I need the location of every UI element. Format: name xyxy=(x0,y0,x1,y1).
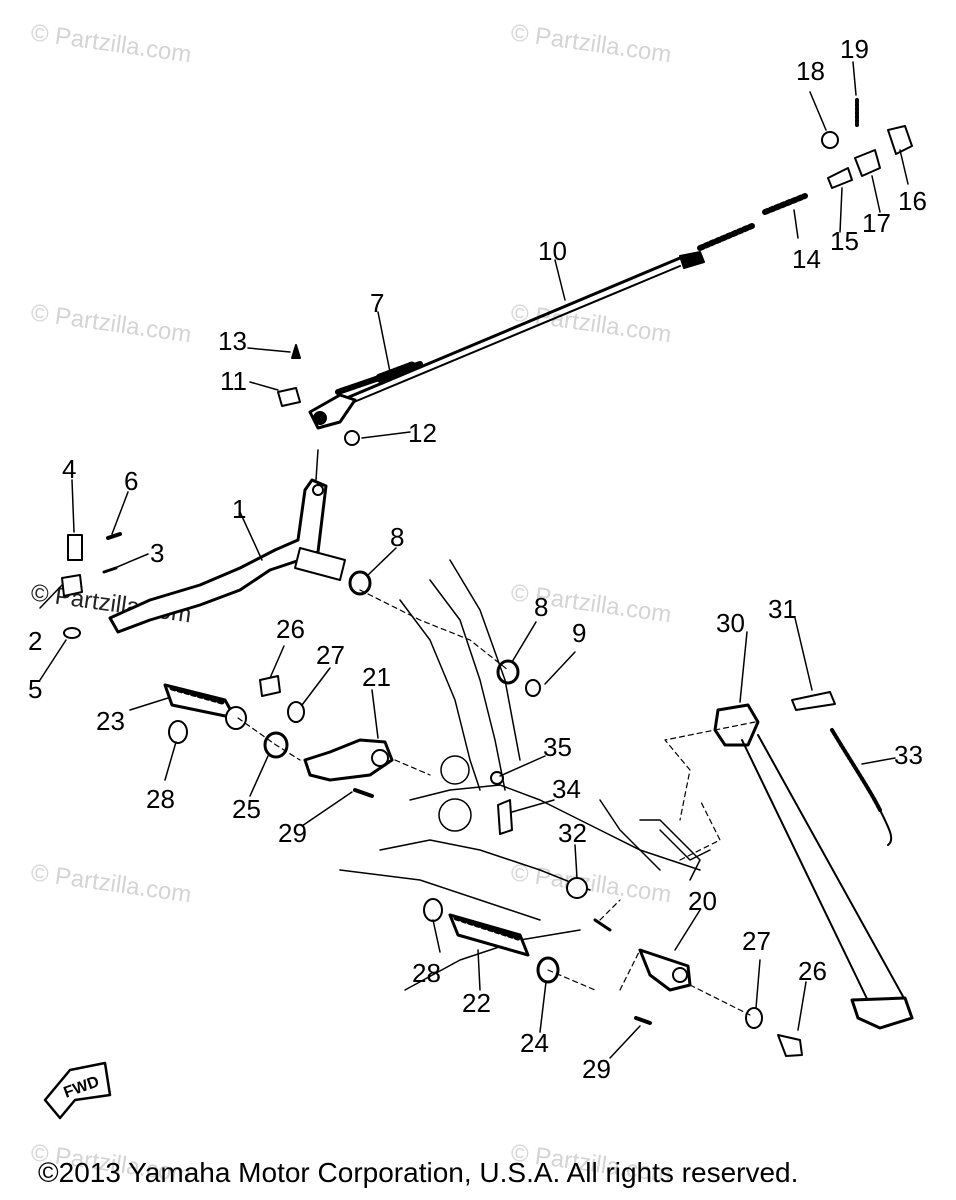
brake-rod xyxy=(328,193,808,413)
callout-18: 18 xyxy=(796,56,825,86)
rod-adjuster xyxy=(335,361,423,395)
callout-26b: 26 xyxy=(798,956,827,986)
watermark: © Partzilla.com xyxy=(29,859,193,908)
callout-31: 31 xyxy=(768,594,797,624)
callout-3: 3 xyxy=(150,538,164,568)
watermark: © Partzilla.com xyxy=(509,19,673,68)
pedal-fasteners xyxy=(61,532,122,639)
callout-34: 34 xyxy=(552,774,581,804)
callout-29: 29 xyxy=(278,818,307,848)
footrest-bracket-right xyxy=(593,918,803,1057)
watermarks: © Partzilla.com © Partzilla.com © Partzi… xyxy=(29,19,673,1188)
callout-25: 25 xyxy=(232,794,261,824)
callout-32: 32 xyxy=(558,818,587,848)
watermark: © Partzilla.com xyxy=(509,859,673,908)
callout-12: 12 xyxy=(408,418,437,448)
clevis-link xyxy=(277,344,360,446)
callout-7: 7 xyxy=(370,288,384,318)
callout-35: 35 xyxy=(543,732,572,762)
callout-27: 27 xyxy=(316,640,345,670)
callout-28: 28 xyxy=(146,784,175,814)
leader-lines xyxy=(39,61,909,1059)
callout-8: 8 xyxy=(390,522,404,552)
callout-17: 17 xyxy=(862,208,891,238)
callout-13: 13 xyxy=(218,326,247,356)
callout-6: 6 xyxy=(124,466,138,496)
callout-27b: 27 xyxy=(742,926,771,956)
rod-end-parts xyxy=(821,98,913,189)
callout-numbers: 1 2 3 4 5 6 7 8 8 9 10 11 12 13 14 15 16… xyxy=(28,34,927,1084)
callout-23: 23 xyxy=(96,706,125,736)
callout-1: 1 xyxy=(232,494,246,524)
callout-21: 21 xyxy=(362,662,391,692)
footrest-bracket-left xyxy=(259,675,394,798)
watermark: © Partzilla.com xyxy=(29,19,193,68)
callout-4: 4 xyxy=(62,454,76,484)
callout-22: 22 xyxy=(462,988,491,1018)
callout-28b: 28 xyxy=(412,958,441,988)
watermark: © Partzilla.com xyxy=(29,299,193,348)
callout-26: 26 xyxy=(276,614,305,644)
callout-14: 14 xyxy=(792,244,821,274)
watermark: © Partzilla.com xyxy=(509,299,673,348)
frame-section xyxy=(339,559,711,991)
assembly-lines xyxy=(237,589,756,1016)
callout-9: 9 xyxy=(572,618,586,648)
callout-5: 5 xyxy=(28,674,42,704)
copyright-notice: ©2013 Yamaha Motor Corporation, U.S.A. A… xyxy=(38,1157,799,1188)
callout-2: 2 xyxy=(28,626,42,656)
side-stand xyxy=(713,691,914,1030)
footrest-left xyxy=(163,683,247,744)
callout-29b: 29 xyxy=(582,1054,611,1084)
callout-11: 11 xyxy=(220,366,247,396)
callout-16: 16 xyxy=(898,186,927,216)
callout-10: 10 xyxy=(538,236,567,266)
callout-30: 30 xyxy=(716,608,745,638)
callout-19: 19 xyxy=(840,34,869,64)
callout-8b: 8 xyxy=(534,592,548,622)
callout-15: 15 xyxy=(830,226,859,256)
callout-20: 20 xyxy=(688,886,717,916)
brake-pedal xyxy=(108,478,346,634)
callout-33: 33 xyxy=(894,740,923,770)
footrest-right xyxy=(423,898,560,984)
callout-24: 24 xyxy=(520,1028,549,1058)
fwd-arrow-icon xyxy=(43,1061,112,1120)
